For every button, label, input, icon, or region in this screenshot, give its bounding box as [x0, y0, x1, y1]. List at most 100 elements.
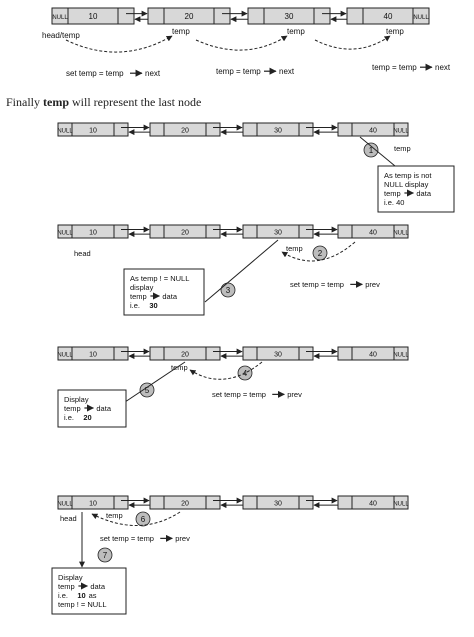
step-number: 7	[103, 551, 108, 560]
note-text: 10	[77, 591, 85, 600]
list-node	[337, 495, 409, 510]
note-text: As temp is not	[384, 171, 432, 180]
caption-tail: next	[279, 67, 295, 76]
note-text: data	[96, 404, 111, 413]
traverse-arrow	[314, 35, 391, 50]
caption-tail: prev	[287, 390, 302, 399]
traverse-arrow	[189, 361, 263, 380]
node-value: 30	[274, 128, 282, 135]
step-badge	[363, 142, 379, 158]
list-node	[147, 7, 231, 25]
caption: set temp = temp	[100, 534, 154, 543]
node-value: 10	[89, 128, 97, 135]
node-value: 30	[274, 230, 282, 237]
note-box	[123, 268, 205, 316]
list-node	[51, 7, 135, 25]
node-value: 40	[369, 230, 377, 237]
caption-tail: next	[435, 63, 451, 72]
traverse-arrow	[195, 35, 288, 51]
node-value: 10	[89, 12, 98, 21]
leader-line	[124, 361, 186, 403]
note-text: temp	[64, 404, 81, 413]
list-node	[149, 224, 221, 239]
temp-label: temp	[286, 244, 303, 253]
traverse-arrow	[65, 35, 173, 53]
node-value: 10	[89, 230, 97, 237]
step-badge	[97, 547, 113, 563]
step-number: 6	[141, 515, 146, 524]
node-value: 40	[369, 128, 377, 135]
node-value: 10	[89, 501, 97, 508]
list-node	[242, 346, 314, 361]
temp-label: temp	[172, 27, 190, 36]
note-text: display	[130, 283, 154, 292]
caption: set temp = temp	[66, 69, 124, 78]
head-temp-label: head/temp	[42, 31, 80, 40]
list-node	[149, 495, 221, 510]
list-node	[337, 224, 409, 239]
step-badge	[135, 511, 151, 527]
null-pointer: NULL	[393, 231, 409, 237]
note-text: i.e.	[58, 591, 68, 600]
caption: set temp = temp	[290, 280, 344, 289]
node-value: 20	[181, 352, 189, 359]
null-pointer: NULL	[413, 15, 429, 21]
head-label: head	[74, 249, 91, 258]
temp-label: temp	[394, 144, 411, 153]
node-value: 40	[369, 501, 377, 508]
temp-label: temp	[287, 27, 305, 36]
note-box	[51, 567, 127, 615]
list-node	[346, 7, 430, 25]
narration-line: Finally temp will represent the last nod…	[6, 95, 201, 110]
temp-label: temp	[171, 363, 188, 372]
narration-keyword: temp	[43, 95, 70, 109]
note-text: data	[416, 189, 431, 198]
node-value: 40	[384, 12, 393, 21]
caption: set temp = temp	[212, 390, 266, 399]
list-node	[247, 7, 331, 25]
null-pointer: NULL	[393, 129, 409, 135]
traverse-arrow	[281, 241, 356, 262]
note-text: temp	[384, 189, 401, 198]
note-text: Display	[64, 395, 89, 404]
narration-prefix: Finally	[6, 95, 41, 109]
caption: temp = temp	[216, 67, 261, 76]
temp-label: temp	[106, 511, 123, 520]
list-node	[242, 495, 314, 510]
list-node	[242, 224, 314, 239]
list-node	[57, 224, 129, 239]
note-text: i.e. 40	[384, 198, 404, 207]
node-value: 30	[274, 352, 282, 359]
step-number: 1	[369, 146, 374, 155]
null-pointer: NULL	[57, 353, 73, 359]
temp-label: temp	[386, 27, 404, 36]
null-pointer: NULL	[52, 15, 68, 21]
list-node	[57, 495, 129, 510]
note-text: temp	[58, 582, 75, 591]
narration-suffix: will represent the last node	[72, 95, 202, 109]
note-text: temp	[130, 292, 147, 301]
node-value: 20	[185, 12, 194, 21]
leader-line	[204, 239, 279, 303]
list-node	[337, 346, 409, 361]
head-label: head	[60, 514, 77, 523]
step-number: 5	[145, 386, 150, 395]
node-value: 30	[285, 12, 294, 21]
list-node	[149, 346, 221, 361]
node-value: 20	[181, 230, 189, 237]
note-text: i.e.	[130, 301, 140, 310]
note-text: temp ! = NULL	[58, 600, 107, 609]
node-value: 20	[181, 501, 189, 508]
list-node	[242, 122, 314, 137]
list-node	[57, 122, 129, 137]
list-node	[337, 122, 409, 137]
note-text: NULL display	[384, 180, 429, 189]
leader-line	[359, 136, 396, 167]
caption-tail: prev	[175, 534, 190, 543]
note-text: 20	[83, 413, 91, 422]
note-text: Display	[58, 573, 83, 582]
list-node	[57, 346, 129, 361]
step-number: 2	[318, 249, 323, 258]
node-value: 30	[274, 501, 282, 508]
